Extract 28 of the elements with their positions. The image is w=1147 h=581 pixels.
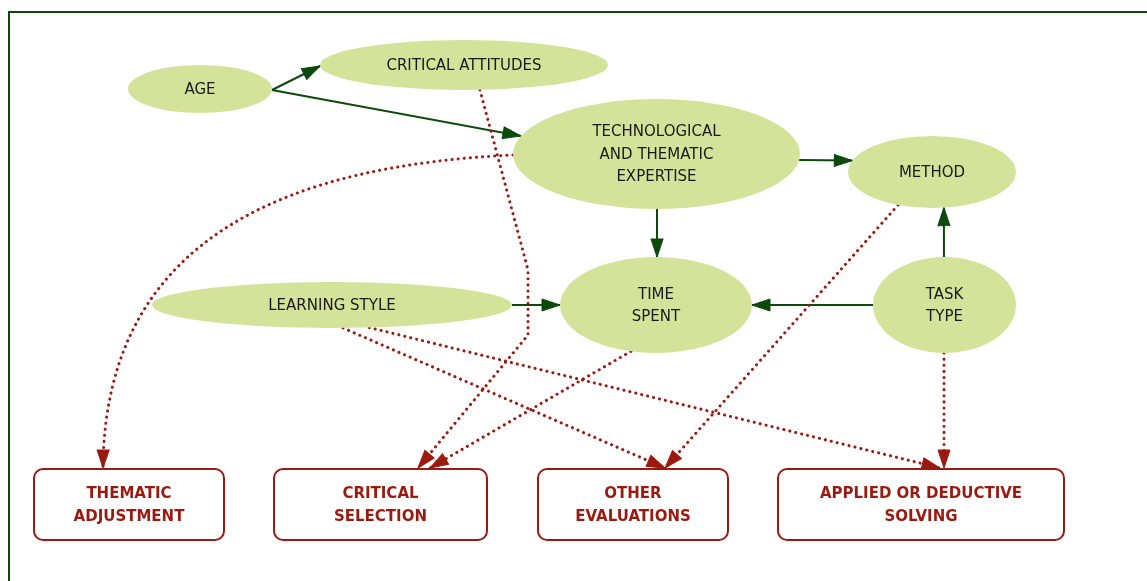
dotted-arrow (416, 88, 530, 470)
node-label: CRITICAL ATTITUDES (385, 54, 543, 76)
node-label: TASK TYPE (924, 283, 965, 327)
arrow (937, 206, 951, 258)
outcome-box (537, 468, 729, 541)
arrow (798, 153, 854, 167)
dotted-arrow (341, 326, 667, 470)
outcome-box (777, 468, 1065, 541)
node-label: AGE (183, 78, 217, 100)
dotted-arrow (367, 326, 942, 470)
outcome-box (33, 468, 225, 541)
node-label: THEMATIC ADJUSTMENT (72, 483, 186, 527)
node-label: CRITICAL SELECTION (333, 483, 428, 527)
dotted-arrow (937, 351, 951, 470)
node-label: APPLIED OR DEDUCTIVE SOLVING (818, 483, 1024, 527)
arrow (270, 89, 522, 140)
arrow (511, 298, 561, 312)
node-label: TIME SPENT (630, 283, 682, 327)
arrow (751, 298, 874, 312)
outcome-box (273, 468, 488, 541)
node-label: TECHNOLOGICAL AND THEMATIC EXPERTISE (591, 121, 722, 188)
dotted-arrow (97, 153, 515, 470)
node-label: OTHER EVALUATIONS (574, 483, 692, 527)
node-label: LEARNING STYLE (267, 294, 397, 316)
dotted-arrow (663, 203, 900, 470)
arrow (650, 208, 664, 258)
node-label: METHOD (897, 161, 967, 183)
arrow (270, 65, 322, 91)
